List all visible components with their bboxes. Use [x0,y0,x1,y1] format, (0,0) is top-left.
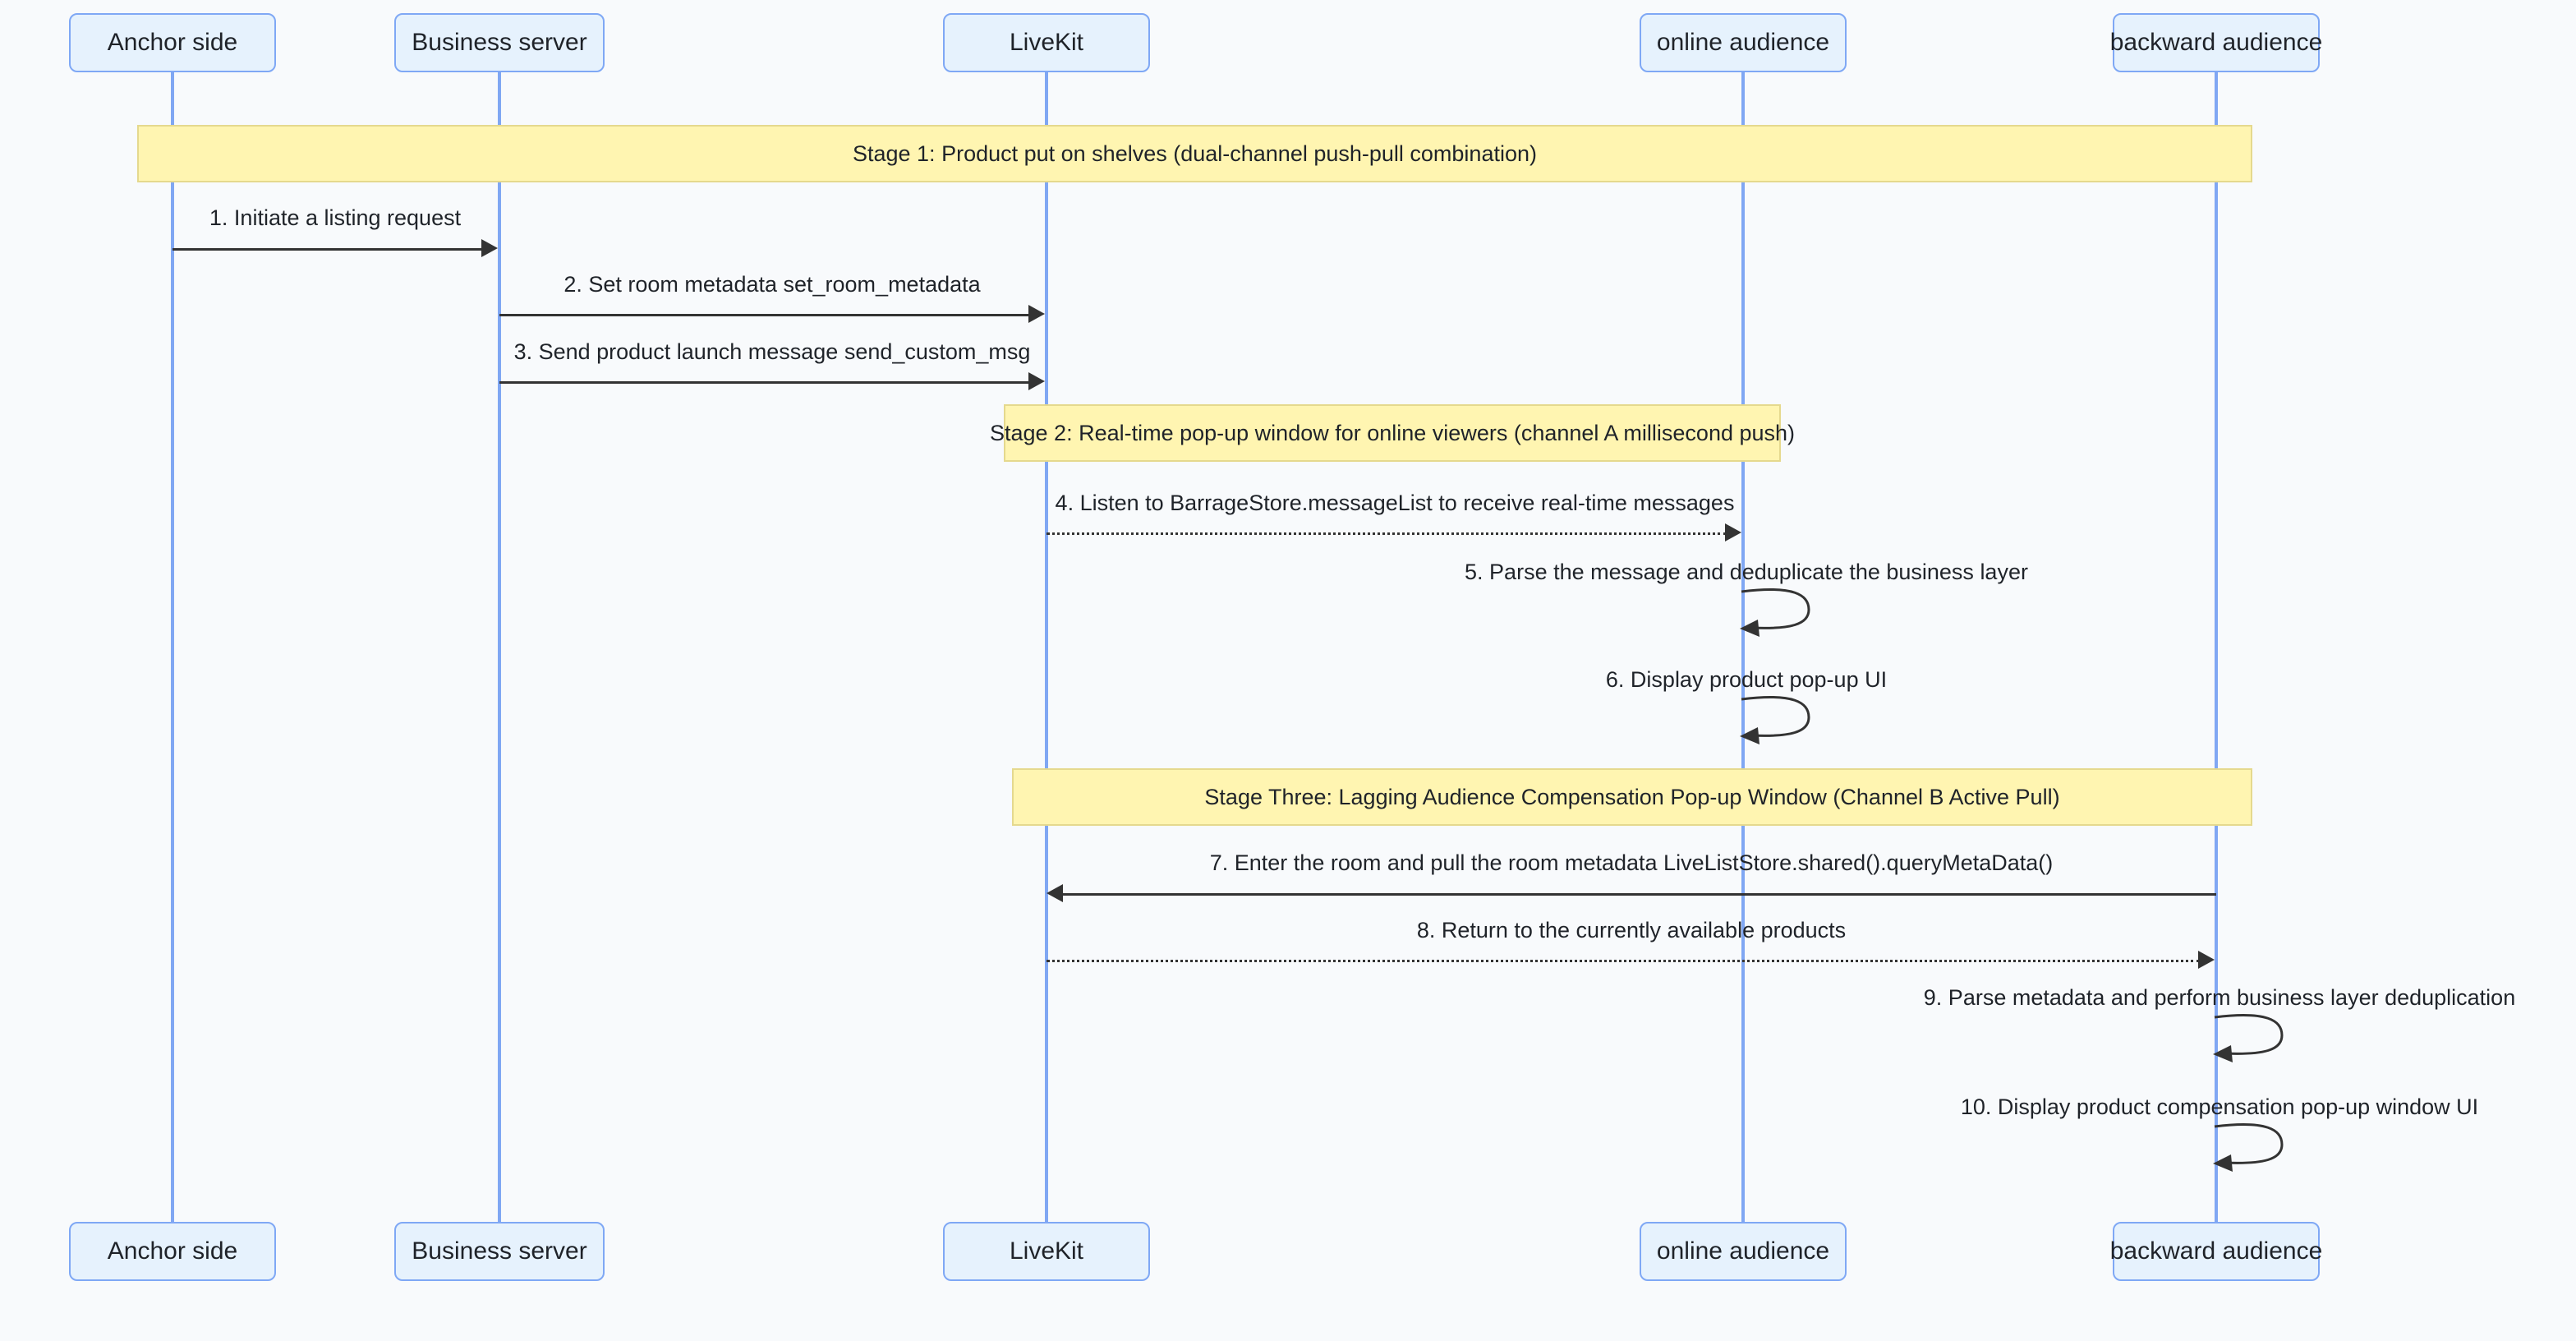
lifeline-online [1741,72,1745,1222]
actor-label: LiveKit [1009,29,1084,56]
actor-box-livekit-top[interactable]: LiveKit [943,13,1150,72]
actor-label: Anchor side [107,29,238,56]
stage-band-label: Stage 1: Product put on shelves (dual-ch… [852,141,1537,166]
message-label-1: 1. Initiate a listing request [209,205,462,230]
message-label-2: 2. Set room metadata set_room_metadata [564,272,981,297]
message-line-2 [499,314,1030,316]
message-label-5: 5. Parse the message and deduplicate the… [1465,560,2028,584]
stage-band-1: Stage 1: Product put on shelves (dual-ch… [137,125,2252,182]
arrow-head-1 [481,239,498,257]
arrow-head-2 [1028,305,1045,323]
self-loop-5 [1740,588,1830,637]
lifeline-business [498,72,501,1222]
actor-box-business-bottom[interactable]: Business server [394,1222,605,1281]
message-label-4: 4. Listen to BarrageStore.messageList to… [1055,491,1735,515]
message-line-4 [1046,532,1727,535]
message-line-1 [172,248,485,251]
stage-band-label: Stage 2: Real-time pop-up window for onl… [990,420,1796,445]
lifeline-backward [2215,72,2218,1222]
message-label-3: 3. Send product launch message send_cust… [513,339,1031,364]
actor-label: backward audience [2109,1237,2323,1265]
message-label-8: 8. Return to the currently available pro… [1416,918,1847,942]
message-line-7 [1061,893,2216,896]
actor-label: Business server [412,1237,587,1265]
actor-label: Business server [412,29,587,56]
actor-box-backward-top[interactable]: backward audience [2109,13,2323,72]
message-line-8 [1046,960,2200,962]
message-label-6: 6. Display product pop-up UI [1605,667,1888,692]
actor-label: online audience [1656,1237,1830,1265]
actor-box-livekit-bottom[interactable]: LiveKit [943,1222,1150,1281]
actor-box-business-top[interactable]: Business server [394,13,605,72]
message-label-9: 9. Parse metadata and perform business l… [1923,985,2516,1010]
actor-box-anchor-top[interactable]: Anchor side [69,13,276,72]
actor-label: LiveKit [1009,1237,1084,1265]
arrow-head-4 [1725,523,1741,541]
arrow-head-8 [2198,951,2215,969]
self-loop-9 [2213,1014,2303,1062]
actor-label: Anchor side [107,1237,238,1265]
actor-box-backward-bottom[interactable]: backward audience [2109,1222,2323,1281]
lifeline-livekit [1045,72,1048,1222]
actor-label: online audience [1656,29,1830,56]
stage-band-3: Stage Three: Lagging Audience Compensati… [1012,768,2252,826]
self-loop-6 [1740,696,1830,744]
actor-box-online-bottom[interactable]: online audience [1640,1222,1847,1281]
arrow-head-3 [1028,372,1045,390]
message-label-7: 7. Enter the room and pull the room meta… [1209,850,2054,875]
actor-box-anchor-bottom[interactable]: Anchor side [69,1222,276,1281]
actor-box-online-top[interactable]: online audience [1640,13,1847,72]
stage-band-label: Stage Three: Lagging Audience Compensati… [1204,784,2060,809]
self-loop-10 [2213,1123,2303,1172]
lifeline-anchor [171,72,174,1222]
message-label-10: 10. Display product compensation pop-up … [1960,1094,2479,1119]
stage-band-2: Stage 2: Real-time pop-up window for onl… [990,404,1795,462]
arrow-head-7 [1046,884,1063,902]
message-line-3 [499,381,1030,384]
actor-label: backward audience [2109,29,2323,56]
